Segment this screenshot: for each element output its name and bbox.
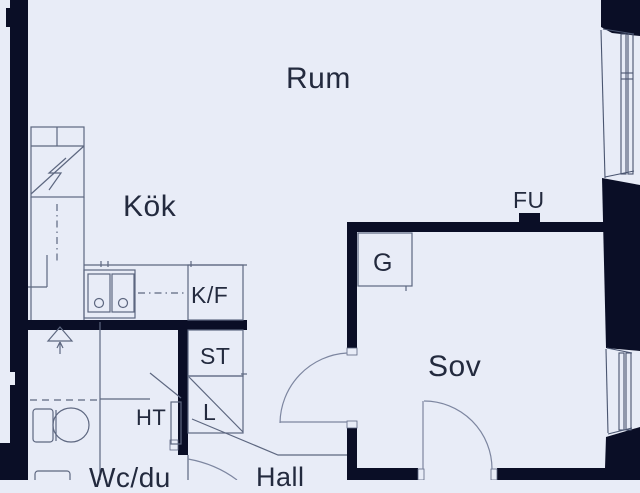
wall-left-bump xyxy=(6,8,11,27)
wall-left xyxy=(10,0,28,480)
jamb-sov-west-top xyxy=(346,347,358,356)
wall-sov-west-lower xyxy=(347,428,357,470)
double-sink-icon xyxy=(83,269,136,319)
wall-left-bottom xyxy=(0,443,10,480)
jamb-sov-south-right xyxy=(490,468,498,480)
closet-l-box xyxy=(187,375,244,434)
marker-ht: HT xyxy=(136,405,167,430)
extractor-zigzag-icon xyxy=(47,157,67,191)
wall-sov-west-upper xyxy=(347,224,357,348)
door-swing-arc xyxy=(423,400,493,470)
window-glyph xyxy=(620,33,627,175)
room-label-rum: Rum xyxy=(286,62,351,95)
marker-st: ST xyxy=(200,343,231,369)
wall-right-mid xyxy=(602,178,640,351)
marker-g: G xyxy=(373,249,393,277)
window-glyph xyxy=(618,352,625,431)
wall-right-top xyxy=(601,0,640,36)
sloped-ceiling-line-hall xyxy=(191,418,347,456)
wall-sov-north xyxy=(347,222,640,232)
bathroom-linework xyxy=(30,322,182,480)
jamb-sov-west-bottom xyxy=(346,420,358,429)
fridge-freezer-box xyxy=(187,264,244,321)
door-swing-arc-bath xyxy=(187,458,238,480)
wall-kitchen-bath xyxy=(28,320,247,330)
window-rum xyxy=(600,28,635,179)
tall-cabinet-icon xyxy=(30,126,85,198)
radiator-icon xyxy=(170,401,182,445)
room-label-kok: Kök xyxy=(123,190,177,223)
jamb-sov-south-left xyxy=(417,468,425,480)
walls xyxy=(0,0,640,480)
room-label-hall: Hall xyxy=(256,462,305,492)
washing-machine-icon xyxy=(34,470,71,480)
wall-bath-east xyxy=(178,320,188,455)
closet-l-diagonal xyxy=(188,376,244,433)
wall-left-notch xyxy=(10,372,15,385)
room-label-wcdu: Wc/du xyxy=(89,462,171,493)
door-jambs xyxy=(169,347,498,480)
jamb-bath-door xyxy=(169,439,179,451)
room-label-sov: Sov xyxy=(428,350,482,383)
wardrobe-box xyxy=(357,232,413,287)
wall-fu-box xyxy=(519,213,540,222)
door-sov-west xyxy=(279,352,348,424)
door-sov-south xyxy=(422,400,493,470)
linework xyxy=(28,28,635,480)
floor-plan-drawing xyxy=(0,0,640,480)
wall-bottom-left-seg xyxy=(347,468,418,480)
marker-fu: FU xyxy=(513,187,545,213)
window-sov xyxy=(605,347,633,435)
wall-bottom-right-seg xyxy=(497,468,606,480)
marker-l: L xyxy=(203,399,217,425)
toilet-icon xyxy=(32,407,90,443)
shower-drain-icon xyxy=(46,326,74,342)
marker-kf: K/F xyxy=(191,282,229,308)
sloped-ceiling-line-bath xyxy=(149,372,182,399)
wall-right-bottom xyxy=(605,427,640,480)
door-swing-arc xyxy=(279,352,348,424)
